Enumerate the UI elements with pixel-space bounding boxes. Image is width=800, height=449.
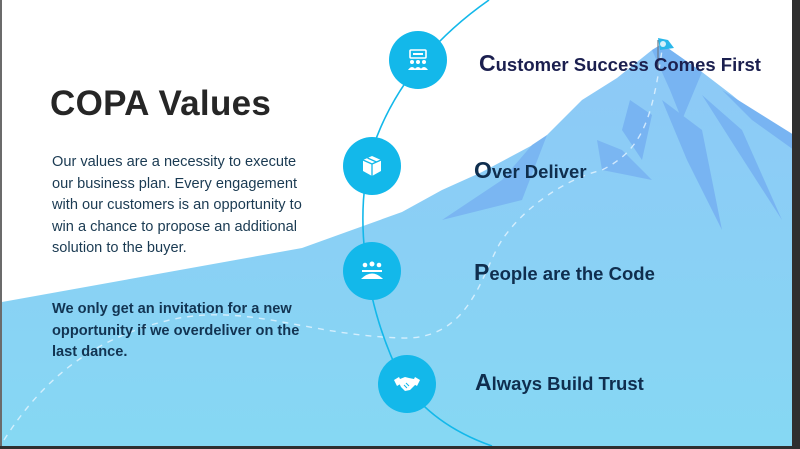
window-border-right <box>792 0 800 449</box>
window-border-bottom <box>0 446 800 449</box>
value-build-trust: Always Build Trust <box>475 369 644 395</box>
team-meeting-icon <box>343 242 401 300</box>
value-over-deliver: Over Deliver <box>474 157 587 183</box>
value-people-code: People are the Code <box>474 259 655 285</box>
intro-paragraph: Our values are a necessity to execute ou… <box>52 154 302 256</box>
page-title: COPA Values <box>50 84 272 123</box>
handshake-icon <box>378 355 436 413</box>
emphasis-paragraph: We only get an invitation for a new oppo… <box>52 301 300 360</box>
presentation-audience-icon <box>389 31 447 89</box>
box-package-icon <box>343 137 401 195</box>
value-customer-success: Customer Success Comes First <box>479 50 761 76</box>
